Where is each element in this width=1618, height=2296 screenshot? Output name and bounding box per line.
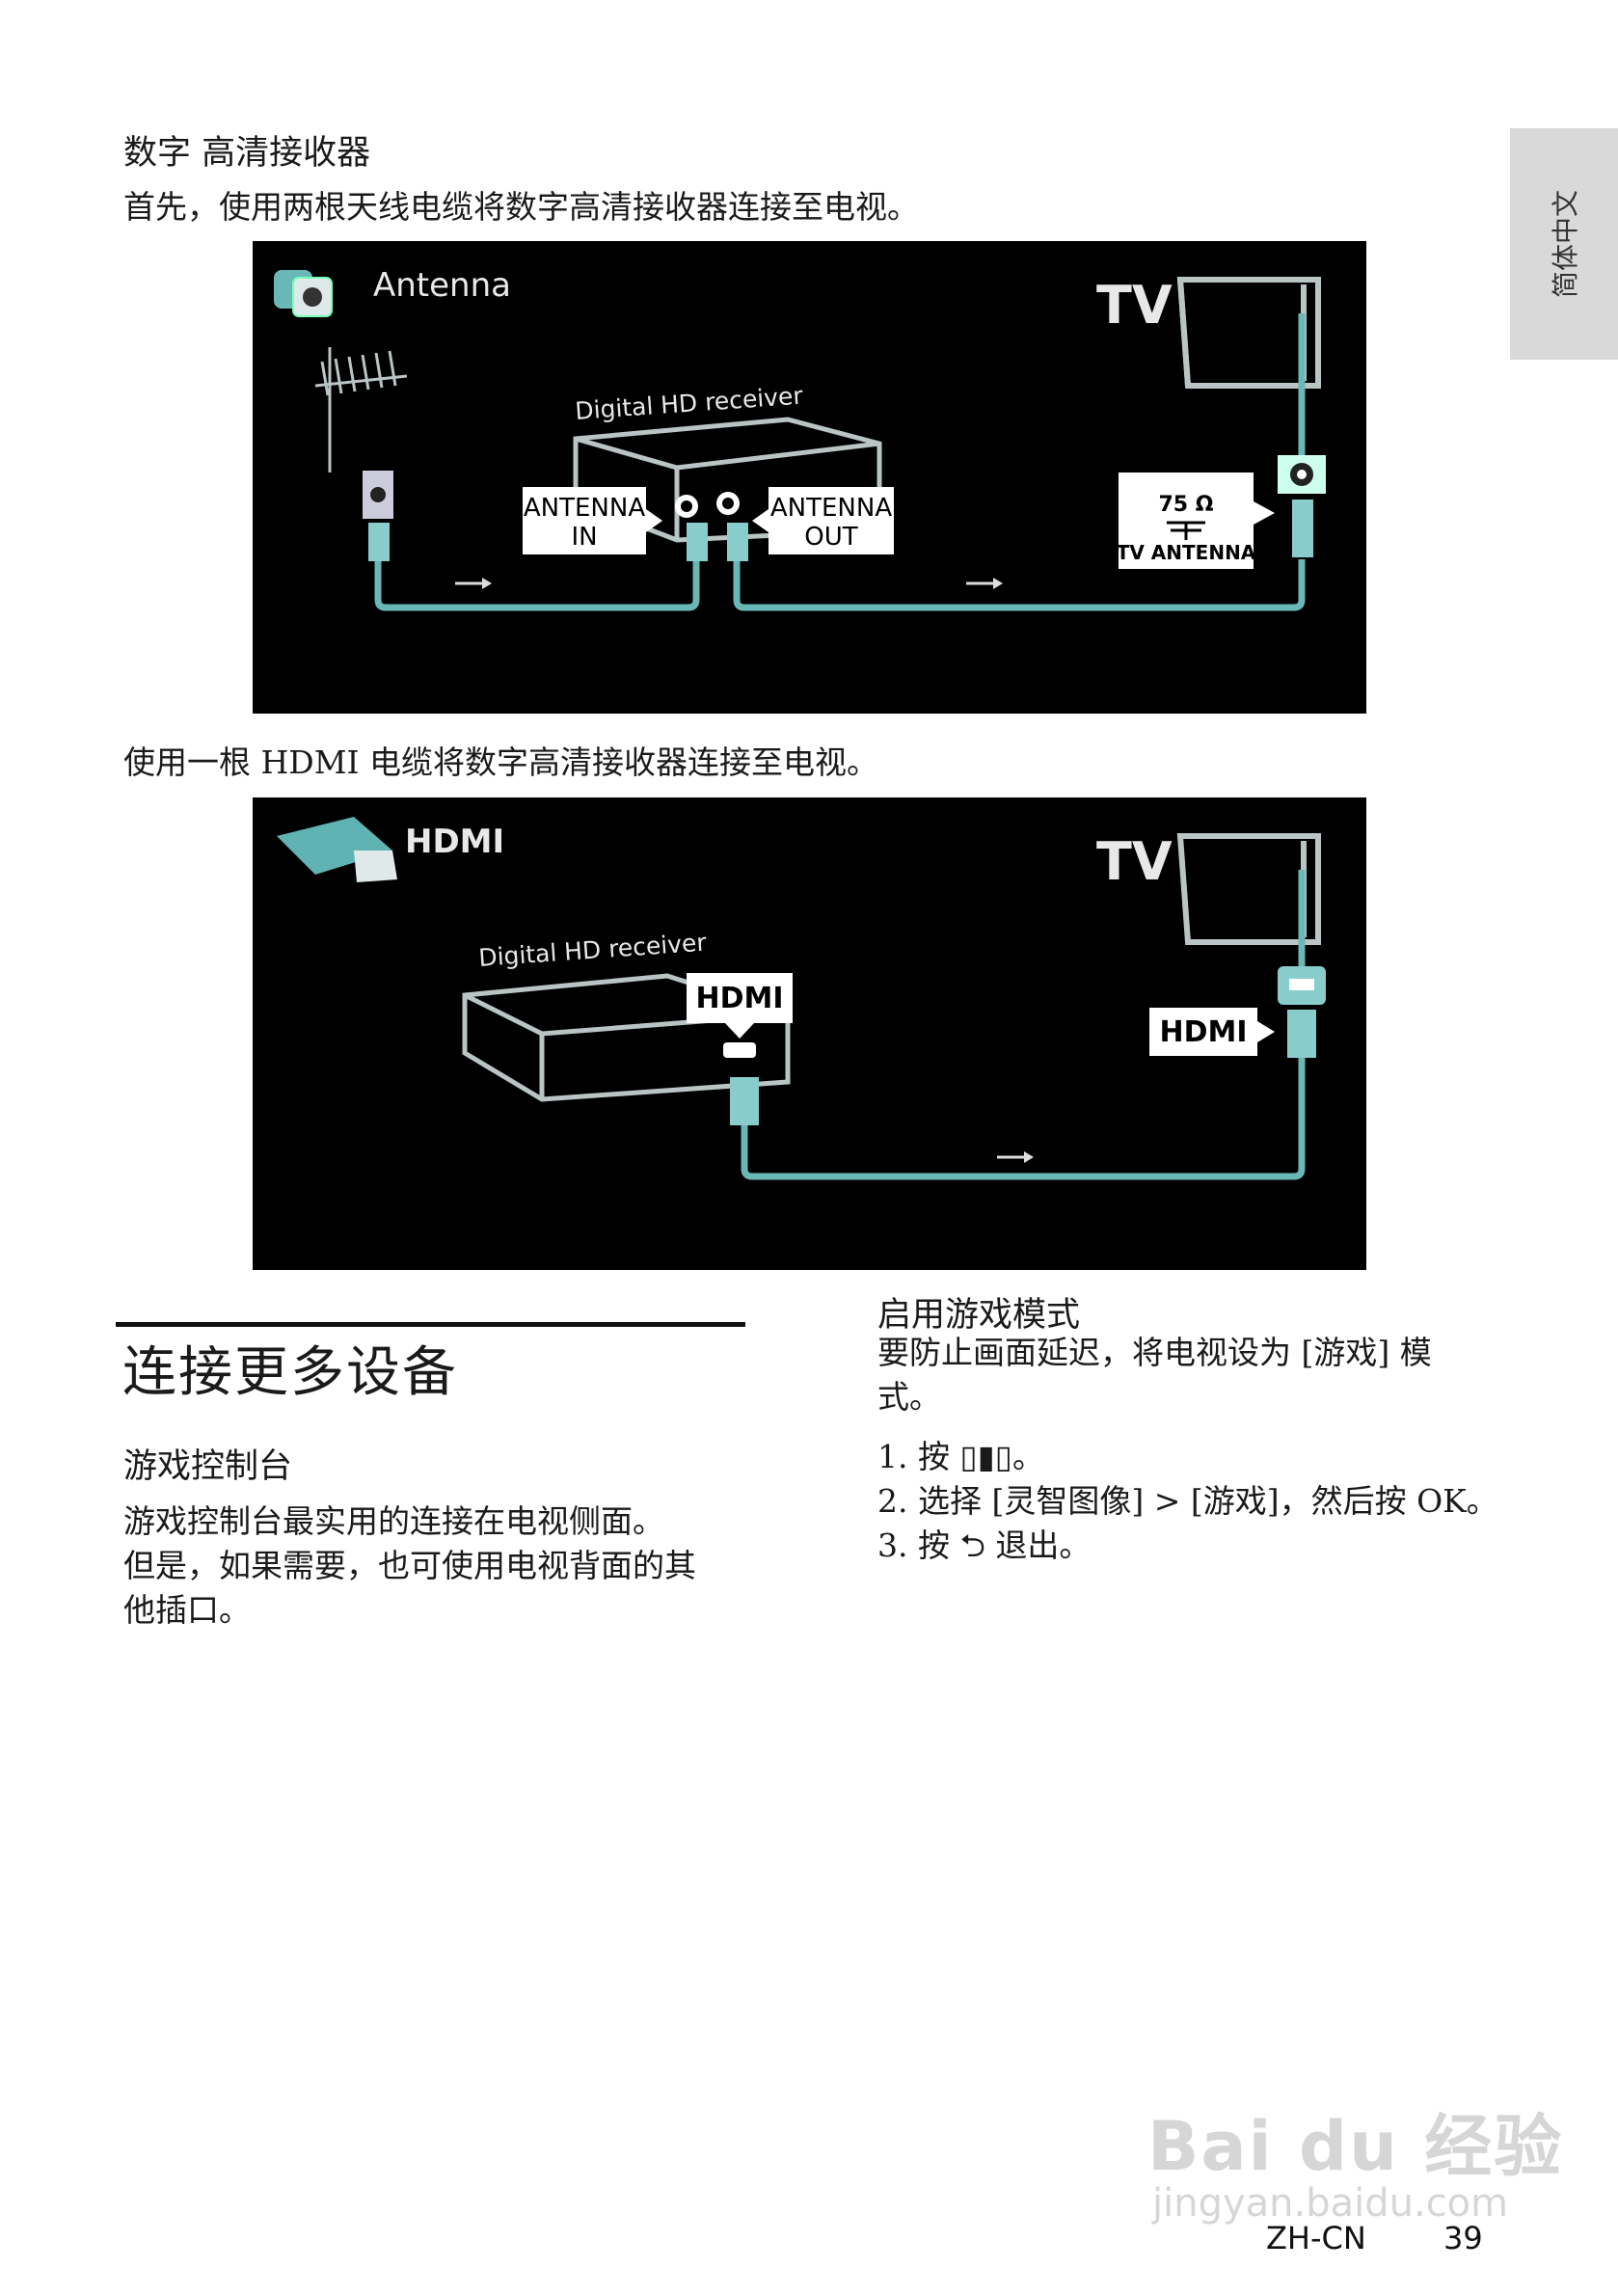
section-heading-digital-hd: 数字 高清接收器 (123, 134, 371, 173)
hdmi-receiver-label: HDMI (695, 982, 783, 1015)
section-title-connect-more: 连接更多设备 (122, 1341, 458, 1404)
antenna-in-label-1: ANTENNA (524, 494, 645, 523)
tv-antenna-label: TV ANTENNA (1117, 541, 1256, 564)
receiver-label-2: Digital HD receiver (477, 928, 708, 971)
antenna-in-label-2: IN (571, 523, 597, 552)
antenna-out-label-box (769, 487, 894, 554)
antenna-connection-diagram: Antenna TV Digital HD receiver (253, 241, 1366, 714)
footer-language: ZH-CN (1266, 2220, 1366, 2256)
hdmi-cable (741, 870, 1306, 1180)
hdmi-receiver-label-box (687, 973, 793, 1023)
paragraph-hdmi-instructions: 使用一根 HDMI 电缆将数字高清接收器连接至电视。 (123, 743, 879, 781)
antenna-in-label-box (523, 487, 646, 554)
game-mode-steps: 1. 按 ▯▮▯。 2. 选择 [灵智图像] > [游戏]，然后按 OK。 3.… (877, 1435, 1498, 1568)
paragraph-game-console-3: 他插口。 (123, 1591, 251, 1629)
hdmi-title: HDMI (405, 823, 504, 861)
hdmi-tv-label-box (1149, 1008, 1257, 1056)
paragraph-antenna-instructions: 首先，使用两根天线电缆将数字高清接收器连接至电视。 (123, 188, 919, 226)
antenna-out-label-2: OUT (804, 523, 857, 552)
flow-arrows-1 (455, 578, 1003, 589)
antenna-title: Antenna (373, 266, 511, 305)
step-3: 3. 按 ⮌ 退出。 (877, 1526, 1092, 1564)
hdmi-plug-icon (277, 817, 397, 882)
baidu-watermark-url: jingyan.baidu.com (1152, 2181, 1509, 2226)
section-divider (116, 1322, 745, 1327)
receiver-label-1: Digital HD receiver (574, 381, 804, 424)
step-1: 1. 按 ▯▮▯。 (877, 1438, 1044, 1475)
tv-outline-2 (1176, 833, 1321, 945)
tv-label-1: TV (1096, 275, 1173, 336)
antenna-cables (374, 313, 1306, 611)
antenna-out-label-1: ANTENNA (770, 494, 892, 523)
tv-outline-1 (1176, 277, 1321, 389)
tv-label-2: TV (1096, 831, 1173, 892)
game-mode-intro-2: 式。 (877, 1378, 941, 1416)
hdmi-connection-diagram: HDMI TV Digital HD receiver HDMI HDMI (253, 797, 1366, 1270)
language-tab: 简体中文 (1510, 128, 1618, 360)
game-mode-intro-1: 要防止画面延迟，将电视设为 [游戏] 模 (877, 1334, 1432, 1371)
tv-antenna-label-box (1119, 473, 1254, 569)
paragraph-game-console-2: 但是，如果需要，也可使用电视背面的其 (123, 1547, 696, 1584)
antenna-plug-icon (274, 270, 333, 317)
subheading-game-console: 游戏控制台 (123, 1447, 293, 1486)
baidu-watermark-brand: Bai du 经验 (1147, 2107, 1564, 2186)
language-tab-label: 简体中文 (1550, 189, 1581, 299)
step-2: 2. 选择 [灵智图像] > [游戏]，然后按 OK。 (877, 1482, 1498, 1520)
flow-arrows-2 (997, 1151, 1034, 1163)
paragraph-game-console-1: 游戏控制台最实用的连接在电视侧面。 (123, 1502, 664, 1540)
heading-game-mode: 启用游戏模式 (877, 1296, 1081, 1335)
rooftop-antenna-icon (314, 347, 408, 473)
footer-page-number: 39 (1443, 2220, 1483, 2256)
hdmi-tv-label: HDMI (1159, 1015, 1247, 1049)
ohm-label: 75 Ω (1159, 493, 1214, 517)
